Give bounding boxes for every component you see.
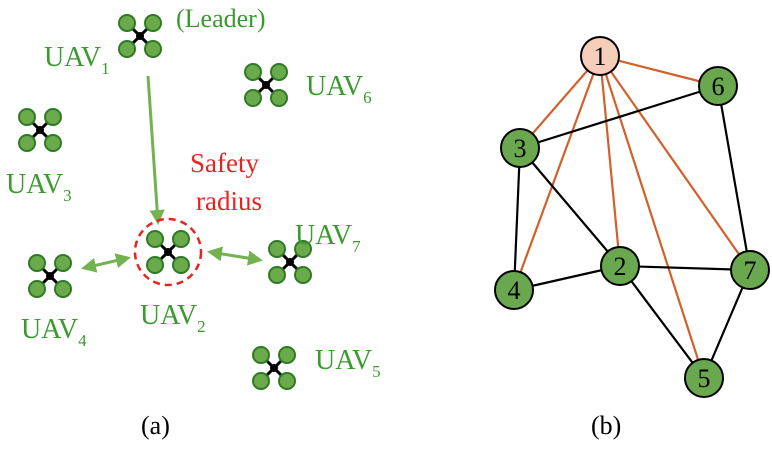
uav2-uav4-arrow [81,253,131,273]
graph-node-5: 5 [684,358,724,398]
quadcopter-icon [117,13,163,59]
quadcopter-icon [27,253,73,299]
uav7-label: UAV7 [295,220,361,256]
edge-1-6 [599,54,719,88]
quadcopter-icon [145,229,191,275]
uav2-label: UAV2 [140,300,206,336]
safety-label-line1: Safety [190,148,259,178]
graph-node-2: 2 [600,246,640,286]
edge-1-4 [512,55,602,291]
panel-a: (Leader) UAV1 UAV6 UAV3 UAV7 UAV4 UAV2 U… [6,4,381,440]
safety-label-line2: radius [196,186,262,216]
svg-text:3: 3 [514,134,527,163]
leader-to-uav2-arrow [146,75,165,225]
svg-text:4: 4 [508,276,521,305]
edge-1-5 [598,55,706,379]
quadcopter-icon [251,345,297,391]
uav5-label: UAV5 [315,345,381,381]
quadcopter-icon [243,62,289,108]
edge-2-7 [619,264,751,272]
graph-node-6: 6 [698,66,738,106]
svg-text:5: 5 [698,364,711,393]
graph-node-7: 7 [730,250,770,290]
uav2-uav7-arrow [207,246,263,266]
edge-3-6 [519,84,719,150]
leader-tag: (Leader) [176,4,265,33]
edge-2-5 [619,265,705,379]
svg-text:6: 6 [712,72,725,101]
uav1-label: UAV1 [44,42,110,78]
panel-b: 1 6 3 2 4 7 5 (b) [494,36,770,440]
svg-text:1: 1 [594,42,607,71]
edge-1-2 [598,55,622,267]
graph-node-4: 4 [494,270,534,310]
safety-radius-circle [133,217,203,287]
svg-text:7: 7 [744,256,757,285]
edge-1-3 [519,55,601,149]
panel-b-label: (b) [591,411,621,440]
uav3-label: UAV3 [6,169,72,205]
graph-node-1: 1 [580,36,620,76]
graph-node-3: 3 [500,128,540,168]
svg-text:2: 2 [614,252,627,281]
edge-3-4 [512,147,522,291]
edge-1-7 [599,55,751,271]
panel-a-label: (a) [141,411,170,440]
edge-6-7 [716,85,752,271]
edge-3-2 [519,147,621,267]
uav6-label: UAV6 [306,71,372,107]
quadcopter-icon [17,107,63,153]
uav4-label: UAV4 [21,314,87,350]
